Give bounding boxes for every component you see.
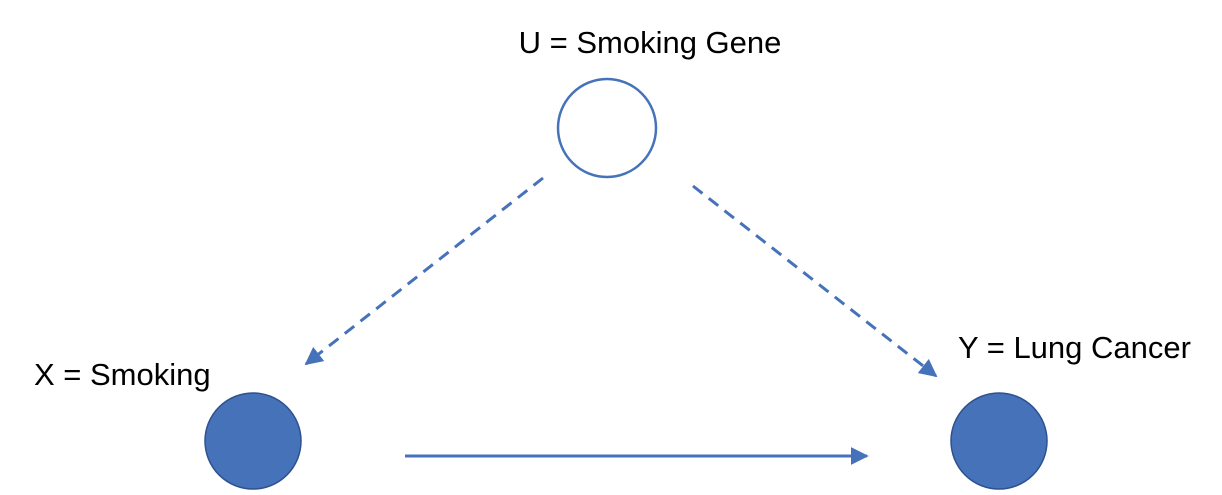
node-u-smoking-gene xyxy=(556,77,658,179)
node-x-smoking xyxy=(204,392,302,490)
node-label-x: X = Smoking xyxy=(34,357,211,392)
node-label-u: U = Smoking Gene xyxy=(519,25,782,60)
edge-u-to-x xyxy=(304,176,544,366)
node-y-lung-cancer xyxy=(950,392,1048,490)
node-label-y: Y = Lung Cancer xyxy=(958,330,1191,365)
edge-u-to-y xyxy=(692,184,938,378)
